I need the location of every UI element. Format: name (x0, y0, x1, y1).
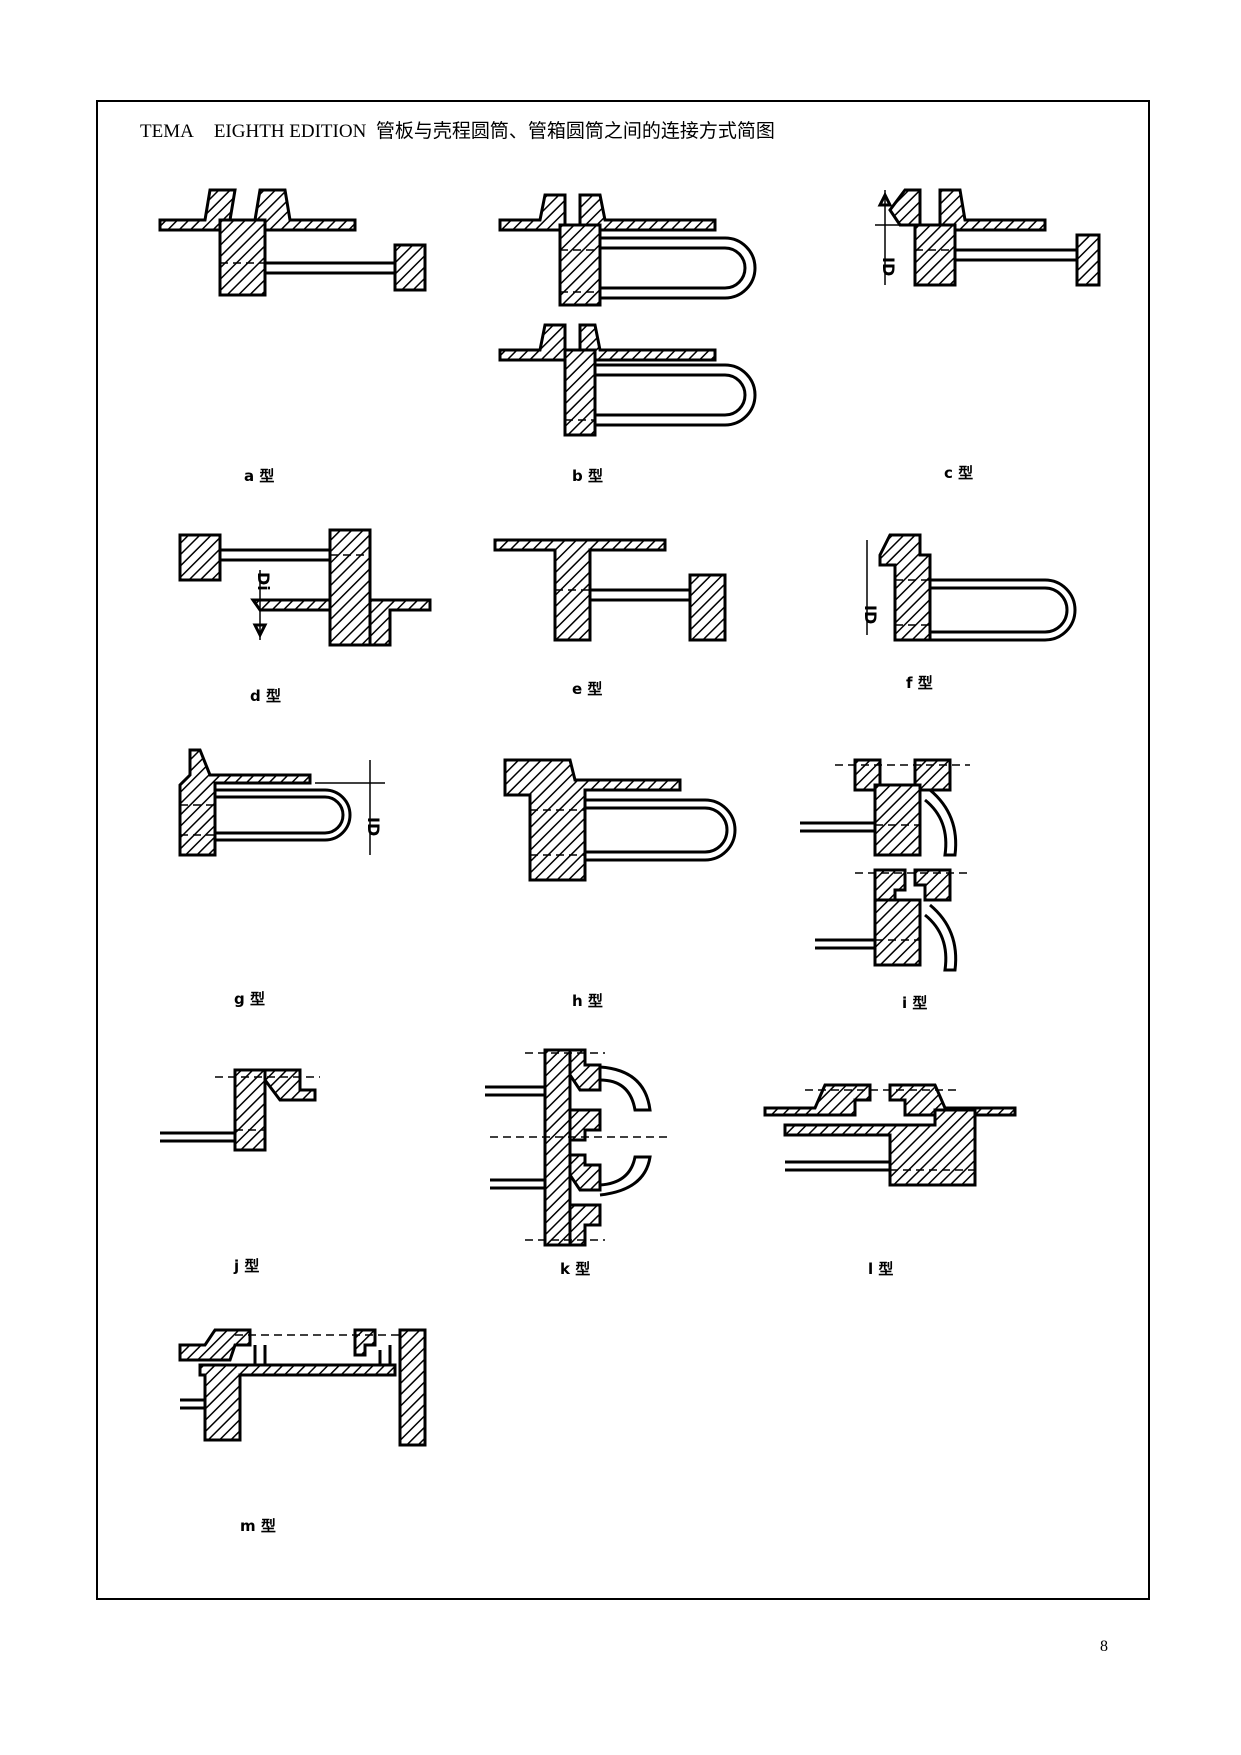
page-header: TEMA EIGHTH EDITION 管板与壳程圆筒、管箱圆筒之间的连接方式简图 (140, 116, 775, 143)
caption-e: e 型 (572, 680, 603, 698)
figure-d: Di (178, 528, 432, 647)
caption-h: h 型 (572, 992, 603, 1010)
caption-a: a 型 (244, 467, 275, 485)
label-f-id: ID (861, 605, 880, 624)
caption-b: b 型 (572, 467, 603, 485)
figure-g: ID (178, 748, 385, 857)
page-border (96, 100, 1150, 1600)
header-title: 管板与壳程圆筒、管箱圆筒之间的连接方式简图 (375, 121, 775, 142)
caption-i: i 型 (902, 994, 928, 1012)
figure-e (493, 538, 727, 642)
figure-l (763, 1083, 1017, 1187)
header-edition: EIGHTH EDITION (213, 121, 367, 142)
caption-j: j 型 (234, 1257, 260, 1275)
header-tema: TEMA (140, 121, 194, 142)
figure-b (498, 193, 757, 437)
caption-k: k 型 (560, 1260, 591, 1278)
figure-a (158, 188, 427, 297)
caption-d: d 型 (250, 687, 281, 705)
label-d-di: Di (254, 572, 273, 591)
figure-i (800, 758, 970, 972)
figure-h (503, 758, 737, 882)
caption-f: f 型 (906, 674, 933, 692)
label-g-id: ID (364, 817, 383, 836)
figure-c: ID (875, 188, 1101, 287)
caption-l: l 型 (868, 1260, 894, 1278)
caption-c: c 型 (944, 464, 974, 482)
figure-f: ID (861, 533, 1077, 642)
caption-g: g 型 (234, 990, 265, 1008)
caption-m: m 型 (240, 1517, 276, 1535)
page-number: 8 (1100, 1638, 1108, 1655)
figure-k (485, 1048, 670, 1247)
figure-j (160, 1068, 320, 1152)
label-c-id: ID (879, 257, 898, 276)
figure-m (178, 1328, 427, 1447)
